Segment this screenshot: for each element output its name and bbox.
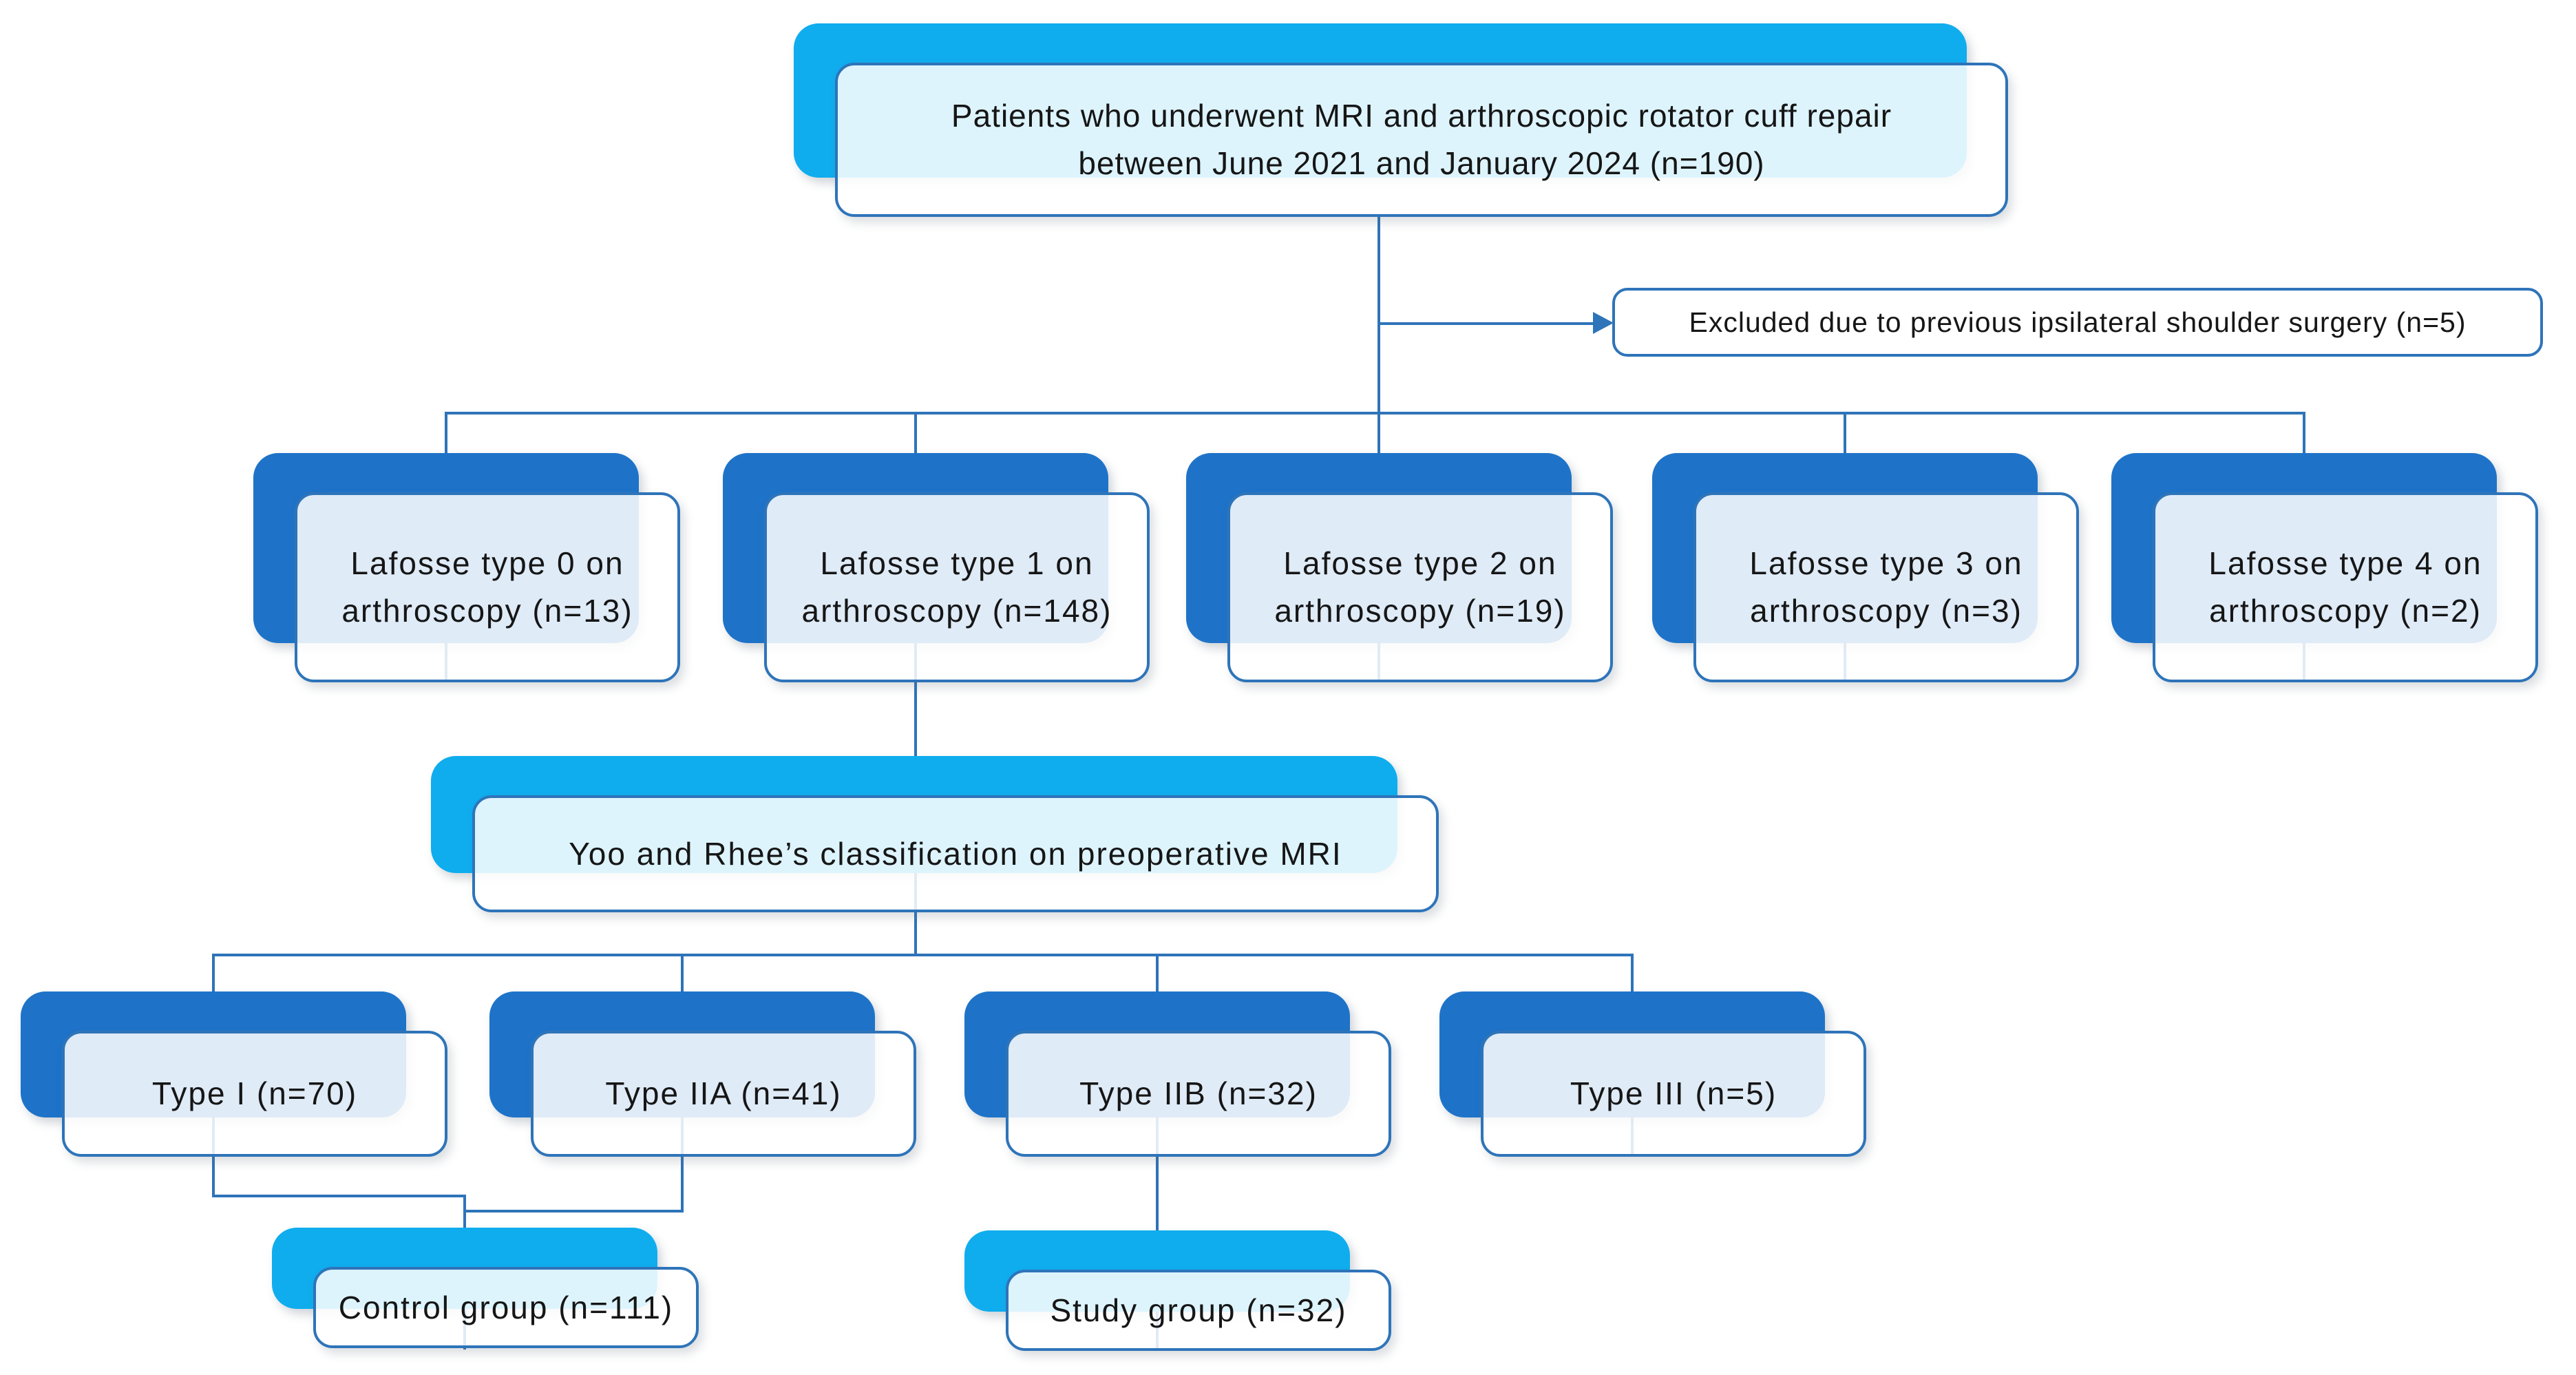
node-type-iia: Type IIA (n=41) xyxy=(489,991,916,1157)
node-patients: Patients who underwent MRI and arthrosco… xyxy=(794,23,2008,217)
node-type-iii-face: Type III (n=5) xyxy=(1481,1031,1866,1157)
node-control-group: Control group (n=111) xyxy=(272,1228,699,1348)
node-type-iia-label: Type IIA (n=41) xyxy=(605,1075,842,1111)
node-lafosse-type-4-face: Lafosse type 4 on arthroscopy (n=2) xyxy=(2153,492,2538,682)
connector-merge-right xyxy=(463,1210,682,1213)
node-lafosse-type-4: Lafosse type 4 on arthroscopy (n=2) xyxy=(2111,453,2538,682)
node-patients-face: Patients who underwent MRI and arthrosco… xyxy=(835,63,2008,217)
node-lafosse-type-4-line2: arthroscopy (n=2) xyxy=(2209,593,2482,629)
node-study-group-face: Study group (n=32) xyxy=(1006,1270,1391,1351)
node-lafosse-type-0-line2: arthroscopy (n=13) xyxy=(341,593,633,629)
node-lafosse-type-3-line2: arthroscopy (n=3) xyxy=(1750,593,2023,629)
node-excluded-label: Excluded due to previous ipsilateral sho… xyxy=(1689,306,2467,338)
node-lafosse-type-1-line2: arthroscopy (n=148) xyxy=(801,593,1112,629)
node-lafosse-type-3: Lafosse type 3 on arthroscopy (n=3) xyxy=(1652,453,2079,682)
node-type-iia-face: Type IIA (n=41) xyxy=(531,1031,916,1157)
node-type-iii: Type III (n=5) xyxy=(1439,991,1866,1157)
node-type-i-face: Type I (n=70) xyxy=(62,1031,447,1157)
node-lafosse-type-0: Lafosse type 0 on arthroscopy (n=13) xyxy=(253,453,680,682)
arrowhead-excluded xyxy=(1593,312,1614,334)
node-lafosse-type-1-line1: Lafosse type 1 on xyxy=(820,545,1094,581)
connector-drop-lafosse1-to-yoo xyxy=(914,412,917,955)
connector-excluded-branch xyxy=(1379,322,1594,325)
node-lafosse-type-0-face: Lafosse type 0 on arthroscopy (n=13) xyxy=(295,492,680,682)
node-excluded: Excluded due to previous ipsilateral sho… xyxy=(1612,288,2543,357)
connector-top-to-row1 xyxy=(1377,217,1380,682)
node-control-group-face: Control group (n=111) xyxy=(313,1267,699,1348)
connector-merge-left xyxy=(212,1195,466,1197)
node-lafosse-type-1-face: Lafosse type 1 on arthroscopy (n=148) xyxy=(764,492,1150,682)
node-lafosse-type-2-face: Lafosse type 2 on arthroscopy (n=19) xyxy=(1227,492,1613,682)
node-yoo-rhee: Yoo and Rhee’s classification on preoper… xyxy=(431,756,1439,912)
node-lafosse-type-2: Lafosse type 2 on arthroscopy (n=19) xyxy=(1186,453,1613,682)
node-lafosse-type-1: Lafosse type 1 on arthroscopy (n=148) xyxy=(723,453,1150,682)
node-type-iib-label: Type IIB (n=32) xyxy=(1079,1075,1318,1111)
node-lafosse-type-2-line2: arthroscopy (n=19) xyxy=(1274,593,1566,629)
node-type-iib: Type IIB (n=32) xyxy=(964,991,1391,1157)
node-type-iii-label: Type III (n=5) xyxy=(1570,1075,1777,1111)
node-control-group-label: Control group (n=111) xyxy=(338,1289,674,1325)
node-type-i: Type I (n=70) xyxy=(21,991,447,1157)
connector-row1-distribution xyxy=(445,412,2305,414)
node-type-i-label: Type I (n=70) xyxy=(151,1075,358,1111)
node-patients-line1: Patients who underwent MRI and arthrosco… xyxy=(951,98,1892,134)
node-yoo-rhee-face: Yoo and Rhee’s classification on preoper… xyxy=(472,795,1439,912)
node-type-iib-face: Type IIB (n=32) xyxy=(1006,1031,1391,1157)
node-study-group-label: Study group (n=32) xyxy=(1050,1292,1347,1328)
connector-row2-distribution xyxy=(212,954,1634,956)
node-study-group: Study group (n=32) xyxy=(964,1230,1391,1351)
node-patients-line2: between June 2021 and January 2024 (n=19… xyxy=(1078,145,1765,181)
node-lafosse-type-4-line1: Lafosse type 4 on xyxy=(2208,545,2482,581)
node-yoo-rhee-label: Yoo and Rhee’s classification on preoper… xyxy=(569,835,1342,872)
node-lafosse-type-3-face: Lafosse type 3 on arthroscopy (n=3) xyxy=(1693,492,2079,682)
node-lafosse-type-2-line1: Lafosse type 2 on xyxy=(1283,545,1557,581)
node-lafosse-type-0-line1: Lafosse type 0 on xyxy=(350,545,624,581)
node-lafosse-type-3-line1: Lafosse type 3 on xyxy=(1749,545,2023,581)
